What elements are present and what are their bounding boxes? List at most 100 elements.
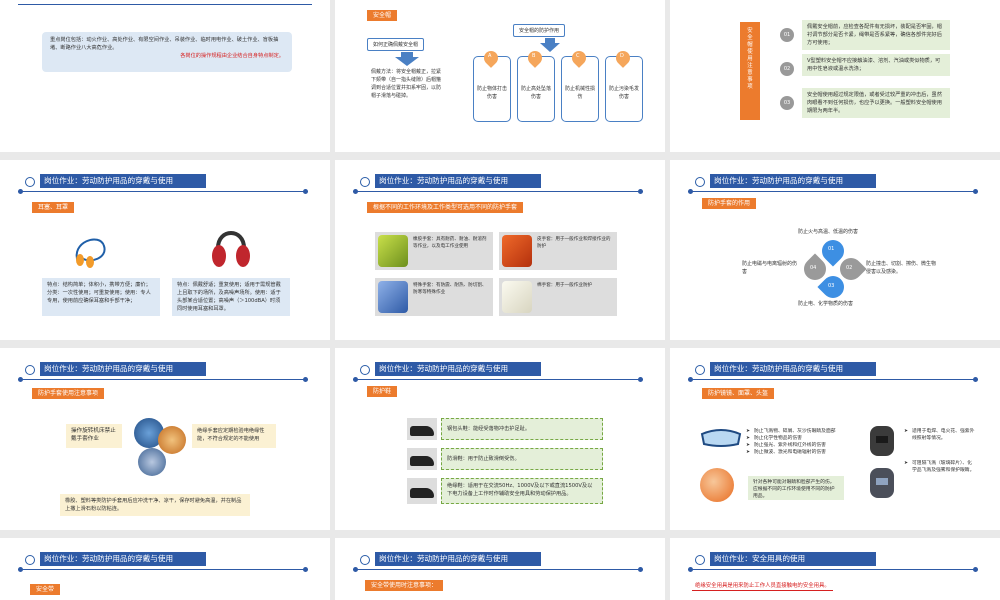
header-title: 岗位作业：劳动防护用品的穿戴与使用 [40,362,206,376]
section-tag: 防护手套使用注意事项 [32,388,105,399]
header-rule [18,4,312,5]
slide-thumbnail-8[interactable]: 岗位作业：劳动防护用品的穿戴与使用 防护鞋 钢包头鞋：能经受落物冲击护足趾。 防… [335,348,665,530]
auto-darkening-helmet-image [870,468,894,498]
slide-thumbnail-4[interactable]: 岗位作业：劳动防护用品的穿戴与使用 耳塞、耳罩 特点：结构简单；体积小，携带方便… [0,160,330,340]
list-item: 03 安全帽使用超过规定限值，或者受过较严重的冲击后，虽然肉眼看不到任何损伤，也… [780,88,980,122]
rubber-glove-image [378,235,408,267]
shoe-text: 绝缘鞋：适用于在交流50Hz、1000V及以下或直流1500V及以下电力设备上工… [441,478,603,504]
bullet-text: 防止化学性物品的伤害 [754,436,802,441]
leather-glove-image [502,235,532,267]
steel-toe-shoe-image [407,418,437,440]
protection-cards: A 防止物体打击伤害 B 防止高处坠落伤害 C 防止机械性损伤 D 防止污染毛发… [473,48,643,122]
glove-card: 橡胶手套：具有耐药、耐油、耐溶剂等作业，以及电工作业使用 [375,232,493,270]
header-title: 岗位作业：劳动防护用品的穿戴与使用 [375,174,541,188]
header-rule [353,567,643,572]
slide-thumbnail-12[interactable]: 岗位作业：安全用具的使用 绝缘安全用具是用来防止工作人员直接触电的安全用具。 [670,538,1000,600]
search-icon [357,362,373,378]
card-text: 防止机械性损伤 [565,86,596,100]
left-label: 如何正确佩戴安全帽 [367,38,425,51]
card-letter: B [532,53,536,59]
glove-card: 特殊手套：有防震、耐热、防切割、防寒等特殊作业 [375,278,493,316]
anti-slip-shoe-image [407,448,437,470]
search-icon [357,552,373,568]
section-tag: 防护镜镜、面罩、头盔 [702,388,775,399]
protection-bullets: ➤防止飞溅物、碎屑、灰沙伤眼睛及面部 ➤防止化学性物品的伤害 ➤防止强光、紫外线… [746,428,850,456]
bullet-text: 防止微波、激光和电磁辐射的伤害 [754,450,826,455]
slide-thumbnail-1[interactable]: 重点岗位包括：动火作业、高处作业、有限空间作业、吊装作业、临时用电作业、破土作业… [0,0,330,152]
glove-text: 特殊手套：有防震、耐热、防切割、防寒等特殊作业 [413,283,487,295]
item-number: 03 [780,96,794,110]
bullet-item: ➤防止飞溅物、碎屑、灰沙伤眼睛及面部 [746,429,836,434]
glove-text: 皮手套：用于一般作业和焊接作业的防护 [537,237,611,249]
slide-thumbnail-7[interactable]: 岗位作业：劳动防护用品的穿戴与使用 防护手套使用注意事项 操作旋转机床禁止戴手套… [0,348,330,530]
section-tag: 安全带使用时注意事项： [365,580,444,591]
glove-images [132,416,188,478]
welding-helmet-image [870,426,894,456]
header-rule [353,189,643,194]
slide-thumbnail-11[interactable]: 岗位作业：劳动防护用品的穿戴与使用 安全带使用时注意事项： [335,538,665,600]
slide-thumbnail-3[interactable]: 安全帽使用注意事项 01 佩戴安全帽前，应检查各配件有无损坏，装配是否牢固，帽衬… [670,0,1000,152]
slide-thumbnail-2[interactable]: 安全帽 如何正确佩戴安全帽 佩戴方法：将安全帽戴正，拉紧下颏带（自一指头缝隙）后… [335,0,665,152]
item-text: 佩戴安全帽前，应检查各配件有无损坏，装配是否牢固，帽衬调节部分是否卡紧，绳带是否… [802,20,950,50]
search-icon [22,174,38,190]
petal-diagram: 01 02 03 04 [799,235,867,303]
earplug-text: 特点：结构简单；体积小，携带方便；廉价；分类：一次性使用；可重复使用；使用：专人… [42,278,160,316]
slide-header: 岗位作业：安全用具的使用 [688,552,982,572]
notes-list: 01 佩戴安全帽前，应检查各配件有无损坏，装配是否牢固，帽衬调节部分是否卡紧，绳… [780,20,980,122]
bullet-item: ➤防止强光、紫外线和红外线的伤害 [746,443,826,448]
shoe-row: 防滑鞋：用于防止致滑倒受伤。 [407,448,603,470]
right-label: 安全帽的防护作用 [513,24,566,37]
header-title: 岗位作业：安全用具的使用 [710,552,876,566]
goggles-image [700,429,742,447]
search-icon [357,174,373,190]
petal-label-top: 防止火与高温、低温的伤害 [798,229,859,235]
slide-header: 岗位作业：劳动防护用品的穿戴与使用 [353,174,647,194]
card-letter: C [576,53,580,59]
card-text: 防止污染毛发伤害 [609,86,640,100]
header-title: 岗位作业：劳动防护用品的穿戴与使用 [375,362,541,376]
bullet-text: 可阻隔飞溅（玻璃碎片）、化学品飞溅及强雾和保护眼睛。 [912,461,975,473]
section-tag: 根据不同的工作环境及工作类型可选用不同的防护手套 [367,202,524,213]
card-a: A 防止物体打击伤害 [473,48,511,122]
header-rule [688,189,978,194]
petal-number: 03 [828,283,835,289]
card-letter: A [488,53,492,59]
shoe-row: 绝缘鞋：适用于在交流50Hz、1000V及以下或直流1500V及以下电力设备上工… [407,478,603,504]
left-text: 佩戴方法：将安全帽戴正，拉紧下颏带（自一指头缝隙）后帽箍调到合适位置并扣系牢固，… [371,69,442,99]
petal-label-right: 防止撞击、切割、擦伤、微生物侵害以及感染。 [866,261,937,275]
slide-header: 岗位作业：劳动防护用品的穿戴与使用 [353,552,647,572]
insulation-definition: 绝缘安全用具是用来防止工作人员直接触电的安全用具。 [692,582,833,591]
petal-label-bottom: 防止电、化学物质的伤害 [798,301,854,307]
key-positions-box: 重点岗位包括：动火作业、高处作业、有限空间作业、吊装作业、临时用电作业、破土作业… [42,32,292,72]
search-icon [692,552,708,568]
slide-header: 岗位作业：劳动防护用品的穿戴与使用 [18,362,312,382]
list-item: 02 V型塑料安全帽不应接触油漆、溶剂、汽油或类似物质，可用中性皂液或温水洗涤； [780,54,980,88]
key-positions-text: 重点岗位包括：动火作业、高处作业、有限空间作业、吊装作业、临时用电作业、破土作业… [50,37,279,51]
bullet-text: 适用于电焊、电火花、强紫外线照射等情况。 [912,429,975,441]
search-icon [692,174,708,190]
slide-thumbnail-10[interactable]: 岗位作业：劳动防护用品的穿戴与使用 安全带 [0,538,330,600]
glove-card: 皮手套：用于一般作业和焊接作业的防护 [499,232,617,270]
cotton-glove-image [502,281,532,313]
petal-number: 02 [846,265,853,271]
earplug-image [75,238,106,268]
search-icon [692,362,708,378]
header-rule [688,377,978,382]
bullet-item: ➤防止化学性物品的伤害 [746,436,802,441]
petal-number: 04 [810,265,817,271]
auto-helmet-text: ➤可阻隔飞溅（玻璃碎片）、化学品飞溅及强雾和保护眼睛。 [904,461,975,473]
section-tag: 防护鞋 [367,386,398,397]
glove-text: 棉手套：用于一般作业防护 [537,283,593,288]
slide-thumbnail-6[interactable]: 岗位作业：劳动防护用品的穿戴与使用 防护手套的作用 防止火与高温、低温的伤害 防… [670,160,1000,340]
section-tag: 安全帽 [367,10,398,21]
shoe-row: 钢包头鞋：能经受落物冲击护足趾。 [407,418,603,440]
storage-note: 橡胶、塑料等类防护手套用后应冲洗干净、凉干，保存时避免高温，并在制品上撒上滑石粉… [60,494,250,516]
slide-thumbnail-5[interactable]: 岗位作业：劳动防护用品的穿戴与使用 根据不同的工作环境及工作类型可选用不同的防护… [335,160,665,340]
bullet-text: 防止强光、紫外线和红外线的伤害 [754,443,826,448]
slide-thumbnail-9[interactable]: 岗位作业：劳动防护用品的穿戴与使用 防护镜镜、面罩、头盔 ➤防止飞溅物、碎屑、灰… [670,348,1000,530]
card-text: 防止物体打击伤害 [477,86,508,100]
insulated-shoe-image [407,478,437,504]
mask-usage-note: 针对各种可能对眼睛和脸部产生的伤，应根据不同的工作环境使用不同的防护用品。 [748,476,844,500]
slide-header: 岗位作业：劳动防护用品的穿戴与使用 [18,174,312,194]
earmuff-text: 特点：佩戴舒适；重复使用；适用于需规管戴上且取下的场所，及高噪声场所。使用：适于… [172,278,290,316]
